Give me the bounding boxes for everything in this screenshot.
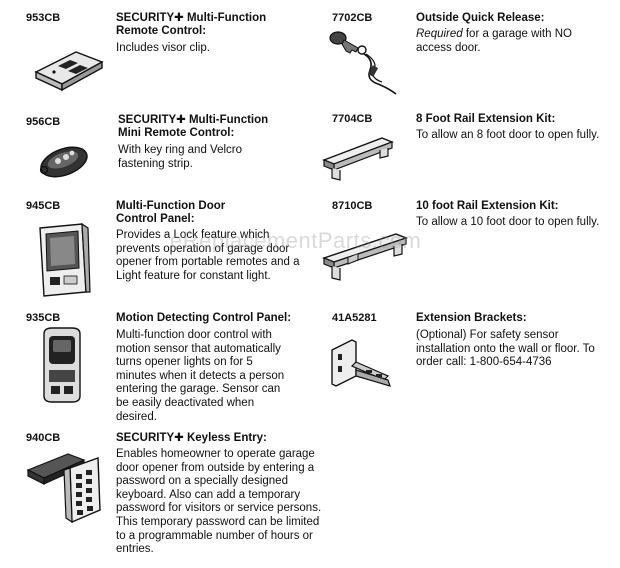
part-desc-8710cb: To allow a 10 foot door to open fully.: [416, 216, 600, 228]
part-code-935cb: 935CB: [26, 312, 61, 324]
part-code-8710cb: 8710CB: [332, 200, 373, 212]
part-title-956cb: SECURITY✚ Multi-Function Mini Remote Con…: [118, 114, 269, 139]
keyless-entry-keypad-icon: [26, 453, 101, 524]
part-code-953cb: 953CB: [26, 12, 61, 24]
part-title-7702cb: Outside Quick Release:: [416, 12, 545, 24]
part-code-7704cb: 7704CB: [332, 113, 373, 125]
part-title-41a5281: Extension Brackets:: [416, 312, 527, 324]
part-code-41a5281: 41A5281: [332, 312, 377, 324]
part-title-935cb: Motion Detecting Control Panel:: [116, 312, 292, 324]
part-desc-940cb: Enables homeowner to operate garage door…: [116, 448, 322, 556]
part-title-953cb: SECURITY✚ Multi-Function Remote Control:: [116, 12, 267, 37]
part-desc-945cb: Provides a Lock feature which prevents o…: [116, 229, 300, 282]
part-desc-953cb: Includes visor clip.: [116, 42, 210, 54]
part-code-940cb: 940CB: [26, 432, 61, 444]
part-desc-41a5281: (Optional) For safety sensor installatio…: [416, 329, 595, 369]
door-control-panel-icon: [39, 222, 91, 297]
motion-control-panel-icon: [43, 327, 81, 403]
part-title-945cb: Multi-Function Door Control Panel:: [116, 200, 226, 225]
part-desc-7702cb: Required for a garage with NO access doo…: [416, 28, 572, 54]
part-desc-935cb: Multi-function door control with motion …: [116, 329, 285, 423]
part-title-8710cb: 10 foot Rail Extension Kit:: [416, 200, 559, 212]
remote-control-icon: [34, 51, 104, 92]
watermark-text: eReplacementParts.com: [170, 228, 422, 253]
quick-release-key-icon: [329, 31, 397, 95]
extension-bracket-icon: [331, 339, 391, 387]
part-title-7704cb: 8 Foot Rail Extension Kit:: [416, 113, 556, 125]
part-desc-7704cb: To allow an 8 foot door to open fully.: [416, 129, 600, 141]
part-code-7702cb: 7702CB: [332, 12, 373, 24]
part-desc-956cb: With key ring and Velcro fastening strip…: [118, 144, 243, 170]
part-code-945cb: 945CB: [26, 200, 61, 212]
part-title-940cb: SECURITY✚ Keyless Entry:: [116, 432, 267, 444]
part-code-956cb: 956CB: [26, 116, 61, 128]
rail-extension-8ft-icon: [322, 137, 394, 181]
rail-extension-10ft-icon: [321, 233, 409, 281]
mini-remote-icon: [39, 146, 88, 178]
